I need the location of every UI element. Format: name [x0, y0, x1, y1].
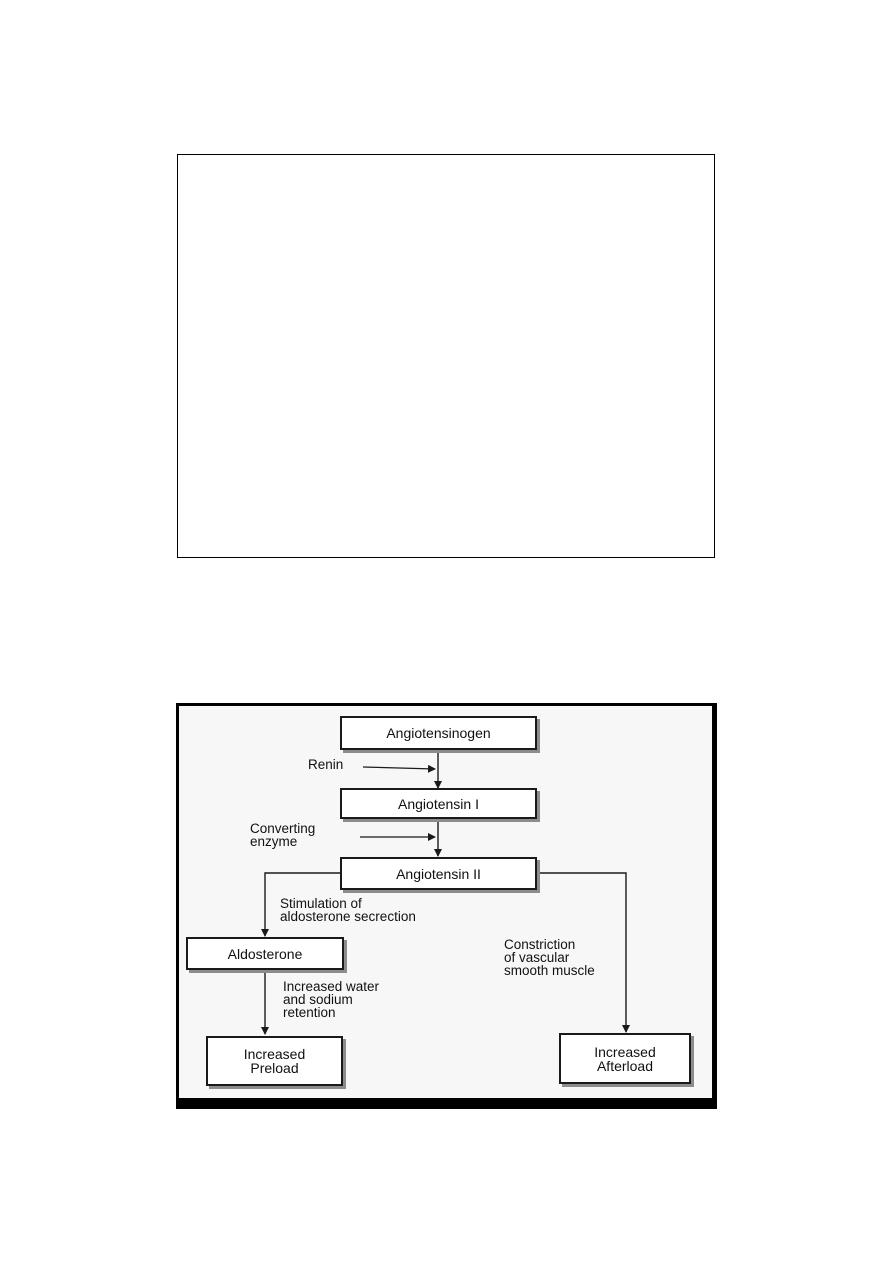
increased-preload-box: Increased Preload	[206, 1036, 343, 1086]
constriction-label: Constriction of vascular smooth muscle	[504, 937, 595, 978]
angiotensin-1-box: Angiotensin I	[340, 788, 537, 819]
converting-enzyme-label: Converting enzyme	[250, 821, 316, 849]
frame-bottom-bar	[176, 1101, 717, 1109]
blank-slide-frame	[177, 154, 715, 558]
diagram-panel: Angiotensinogen Angiotensin I Angiotensi…	[179, 706, 712, 1098]
aldosterone-box: Aldosterone	[186, 937, 344, 970]
retention-label: Increased water and sodium retention	[283, 979, 380, 1020]
arrow-angiotensin-2-to-afterload	[536, 872, 630, 1033]
raas-diagram: Angiotensinogen Angiotensin I Angiotensi…	[176, 703, 717, 1109]
connector-layer	[261, 750, 630, 1035]
arrow-renin	[362, 764, 436, 773]
stimulation-label: Stimulation of aldosterone secrection	[280, 896, 416, 924]
arrow-angiotensin-2-to-aldosterone	[261, 872, 341, 937]
increased-afterload-box: Increased Afterload	[559, 1033, 691, 1084]
renin-label: Renin	[308, 757, 344, 772]
angiotensin-2-box: Angiotensin II	[340, 857, 537, 890]
angiotensinogen-box: Angiotensinogen	[340, 716, 537, 750]
